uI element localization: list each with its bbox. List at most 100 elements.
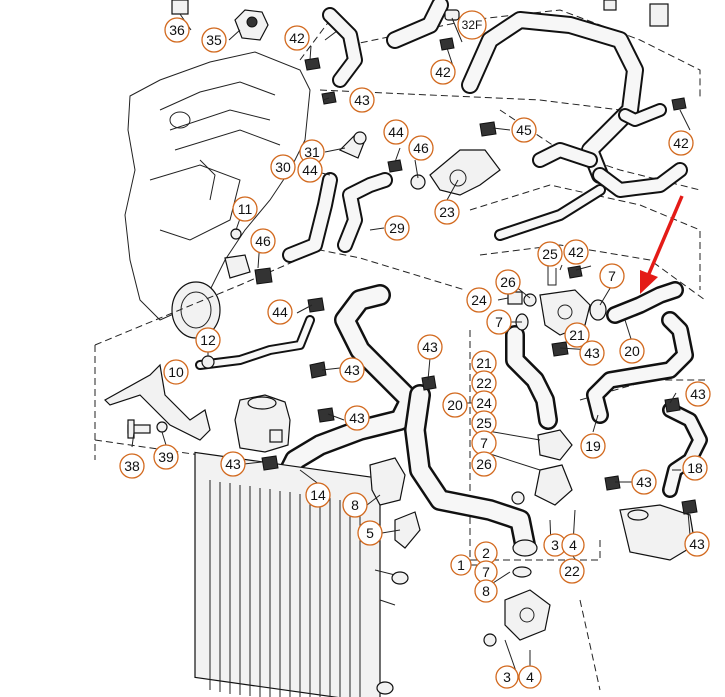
svg-text:45: 45 (516, 122, 532, 138)
hose-upper-right (532, 103, 688, 198)
clamp-45 (479, 121, 497, 137)
svg-text:42: 42 (289, 30, 305, 46)
bracket-5 (394, 511, 421, 549)
svg-text:14: 14 (310, 487, 326, 503)
callout-43: 43 (339, 357, 365, 383)
reservoir-right (619, 504, 696, 561)
svg-text:43: 43 (636, 474, 652, 490)
part-31 (338, 131, 367, 159)
svg-text:43: 43 (422, 339, 438, 355)
part-32f-clamp (444, 9, 460, 21)
hose-top-left (322, 7, 363, 88)
hose-top-center (386, 0, 644, 184)
callout-36: 36 (164, 17, 190, 43)
callout-44: 44 (297, 157, 323, 183)
callout-38: 38 (119, 453, 145, 479)
svg-text:21: 21 (476, 355, 492, 371)
svg-text:12: 12 (200, 332, 216, 348)
hose-long-diagonal (494, 184, 606, 241)
callout-44: 44 (267, 299, 293, 325)
svg-text:23: 23 (439, 204, 455, 220)
svg-text:39: 39 (158, 449, 174, 465)
svg-text:7: 7 (480, 435, 488, 451)
callout-18: 18 (682, 455, 708, 481)
svg-text:44: 44 (272, 304, 288, 320)
part-36 (171, 0, 189, 15)
svg-text:38: 38 (124, 458, 140, 474)
clamp-46b (254, 267, 273, 285)
red-arrow (640, 195, 684, 294)
callout-43: 43 (579, 340, 605, 366)
svg-text:10: 10 (168, 364, 184, 380)
callout-39: 39 (153, 444, 179, 470)
callout-29: 29 (384, 215, 410, 241)
callout-44: 44 (383, 119, 409, 145)
clamp-42a (304, 57, 321, 71)
washer-3a (511, 491, 525, 505)
callout-7: 7 (474, 560, 498, 584)
bracket-8 (369, 457, 406, 506)
callout-8: 8 (474, 579, 498, 603)
svg-text:3: 3 (503, 669, 511, 685)
callout-45: 45 (511, 117, 537, 143)
svg-text:20: 20 (624, 343, 640, 359)
callout-43: 43 (220, 451, 246, 477)
callout-43: 43 (684, 531, 710, 557)
hose-18 (662, 402, 708, 498)
callout-14: 14 (305, 482, 331, 508)
clamp-43c (309, 361, 327, 379)
radiator (194, 451, 409, 697)
callout-24: 24 (471, 390, 497, 416)
callout-22: 22 (559, 558, 585, 584)
svg-text:4: 4 (569, 537, 577, 553)
radiator-fins (209, 480, 361, 697)
svg-text:42: 42 (568, 244, 584, 260)
svg-text:11: 11 (238, 201, 253, 217)
callout-35: 35 (201, 27, 227, 53)
clamp-43i (261, 455, 279, 471)
part-38-bolt (127, 419, 151, 439)
callout-5: 5 (357, 520, 383, 546)
svg-text:8: 8 (351, 497, 359, 513)
svg-text:43: 43 (349, 410, 365, 426)
callout-3: 3 (495, 665, 519, 689)
svg-text:36: 36 (169, 22, 185, 38)
callout-11: 11 (232, 196, 258, 222)
hose-lower-main (404, 384, 536, 556)
svg-text:26: 26 (500, 274, 516, 290)
svg-text:2: 2 (482, 545, 490, 561)
engine-block (124, 51, 311, 339)
clamp-42c (671, 97, 687, 111)
flange-lower (504, 589, 551, 641)
part-12 (201, 355, 215, 369)
callout-42: 42 (563, 239, 589, 265)
svg-text:46: 46 (413, 140, 429, 156)
callout-1: 1 (450, 554, 472, 576)
svg-text:8: 8 (482, 583, 490, 599)
part-lower-washer (483, 633, 497, 647)
svg-text:7: 7 (495, 314, 503, 330)
small-parts (104, 0, 698, 647)
hose-20 (606, 281, 684, 324)
callout-43: 43 (631, 469, 657, 495)
svg-text:30: 30 (275, 159, 291, 175)
hose-21 (505, 325, 558, 430)
callout-43: 43 (685, 381, 711, 407)
svg-text:43: 43 (344, 362, 360, 378)
part-20b-flange (537, 429, 573, 461)
clamp-43e (317, 407, 335, 423)
clamp-43b (551, 341, 569, 357)
part-39-washer (156, 421, 168, 433)
callout-20: 20 (442, 392, 468, 418)
svg-text:7: 7 (482, 564, 490, 580)
clamp-42b (439, 37, 455, 51)
svg-text:4: 4 (526, 669, 534, 685)
callout-46: 46 (250, 228, 276, 254)
part-lower-flange (534, 464, 573, 506)
svg-text:22: 22 (564, 563, 580, 579)
part-7-ring (589, 299, 607, 321)
callout-7: 7 (486, 309, 512, 335)
svg-text:31: 31 (304, 144, 320, 160)
svg-text:21: 21 (569, 327, 585, 343)
